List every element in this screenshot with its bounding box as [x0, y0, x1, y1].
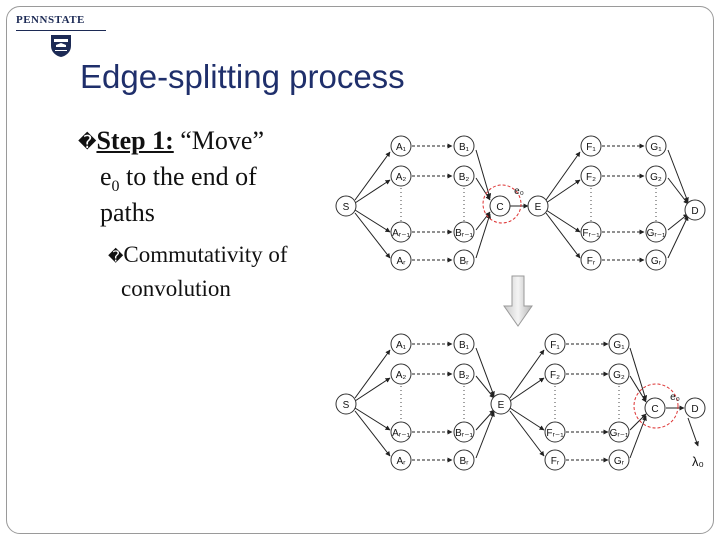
- bullet-step-1-line2: e0 to the end of: [100, 160, 257, 204]
- penn-state-logo: PENNSTATE: [16, 14, 106, 58]
- bottom-node-br: Bᵣ: [459, 456, 469, 467]
- top-node-g1: G₁: [650, 142, 662, 153]
- logo-rule: [16, 30, 106, 31]
- top-node-ar: Aᵣ: [396, 256, 406, 267]
- bottom-node-s: S: [343, 400, 350, 411]
- bottom-node-a2: A₂: [396, 370, 407, 381]
- top-node-b2: B₂: [459, 172, 470, 183]
- penn-state-shield-icon: [51, 35, 71, 57]
- top-node-fr1: Fᵣ₋₁: [582, 228, 600, 239]
- top-node-a1: A₁: [396, 142, 407, 153]
- bottom-node-ar: Aᵣ: [396, 456, 406, 467]
- bottom-node-e: E: [498, 400, 505, 411]
- top-node-fr: Fᵣ: [587, 256, 596, 267]
- sub-bullet-marker: �: [108, 247, 124, 266]
- bottom-node-f2: F₂: [550, 370, 560, 381]
- top-highlight-circle: [482, 184, 522, 224]
- top-graph: S A₁ A₂ Aᵣ₋₁ Aᵣ B₁ B₂ Bᵣ₋₁ Bᵣ C E e₀ F₁ …: [335, 135, 706, 271]
- bottom-lambda-label: λ₀: [692, 454, 704, 469]
- top-node-ar1: Aᵣ₋₁: [392, 228, 410, 239]
- sub-bullet-commutativity: �Commutativity of: [108, 240, 288, 272]
- bullet-marker: �: [78, 132, 97, 154]
- bottom-node-g2: G₂: [613, 370, 625, 381]
- bottom-node-c: C: [651, 404, 658, 415]
- top-node-c: C: [496, 202, 503, 213]
- bottom-node-ar1: Aᵣ₋₁: [392, 428, 410, 439]
- bottom-node-a1: A₁: [396, 340, 407, 351]
- e0-var: e: [100, 162, 112, 191]
- top-node-g2: G₂: [650, 172, 662, 183]
- top-node-a2: A₂: [396, 172, 407, 183]
- bottom-graph: S A₁ A₂ Aᵣ₋₁ Aᵣ B₁ B₂ Bᵣ₋₁ Bᵣ E F₁ F₂ Fᵣ…: [335, 333, 706, 471]
- bottom-node-gr1: Gᵣ₋₁: [610, 428, 629, 439]
- bottom-node-gr: Gᵣ: [614, 456, 625, 467]
- bottom-node-d: D: [691, 404, 698, 415]
- slide-frame: [6, 6, 714, 534]
- bullet-step-1-line3: paths: [100, 198, 155, 227]
- top-node-br: Bᵣ: [459, 256, 469, 267]
- top-node-b1: B₁: [459, 142, 470, 153]
- bottom-node-fr1: Fᵣ₋₁: [546, 428, 564, 439]
- logo-text: PENNSTATE: [16, 14, 85, 26]
- sub-bullet-line1: Commutativity of: [123, 242, 288, 267]
- line2-rest: to the end of: [119, 162, 257, 191]
- bottom-node-f1: F₁: [550, 340, 560, 351]
- step-quote: “Move”: [173, 126, 264, 155]
- bottom-node-fr: Fᵣ: [551, 456, 560, 467]
- top-node-gr1: Gᵣ₋₁: [647, 228, 666, 239]
- bottom-node-g1: G₁: [613, 340, 625, 351]
- bottom-node-br1: Bᵣ₋₁: [455, 428, 473, 439]
- top-node-d: D: [691, 206, 698, 217]
- bottom-node-b2: B₂: [459, 370, 470, 381]
- slide-title: Edge-splitting process: [80, 58, 405, 95]
- sub-bullet-line2: convolution: [121, 276, 231, 301]
- top-node-s: S: [343, 202, 350, 213]
- top-edge-label-e0: e₀: [514, 186, 524, 197]
- step-label: Step 1:: [96, 126, 174, 155]
- top-node-gr: Gᵣ: [651, 256, 662, 267]
- transform-down-arrow-icon: [503, 275, 533, 327]
- top-node-br1: Bᵣ₋₁: [455, 228, 473, 239]
- edge-splitting-diagram: S A₁ A₂ Aᵣ₋₁ Aᵣ B₁ B₂ Bᵣ₋₁ Bᵣ C E e₀ F₁ …: [335, 135, 706, 471]
- bottom-edge-label-e0: e₀: [670, 392, 680, 403]
- top-node-f1: F₁: [586, 142, 596, 153]
- e0-subscript: 0: [111, 178, 120, 196]
- bottom-node-b1: B₁: [459, 340, 470, 351]
- bottom-highlight-circle: [633, 383, 679, 429]
- top-node-f2: F₂: [586, 172, 596, 183]
- top-node-e: E: [535, 202, 542, 213]
- bullet-step-1: �Step 1: “Move”: [78, 124, 264, 160]
